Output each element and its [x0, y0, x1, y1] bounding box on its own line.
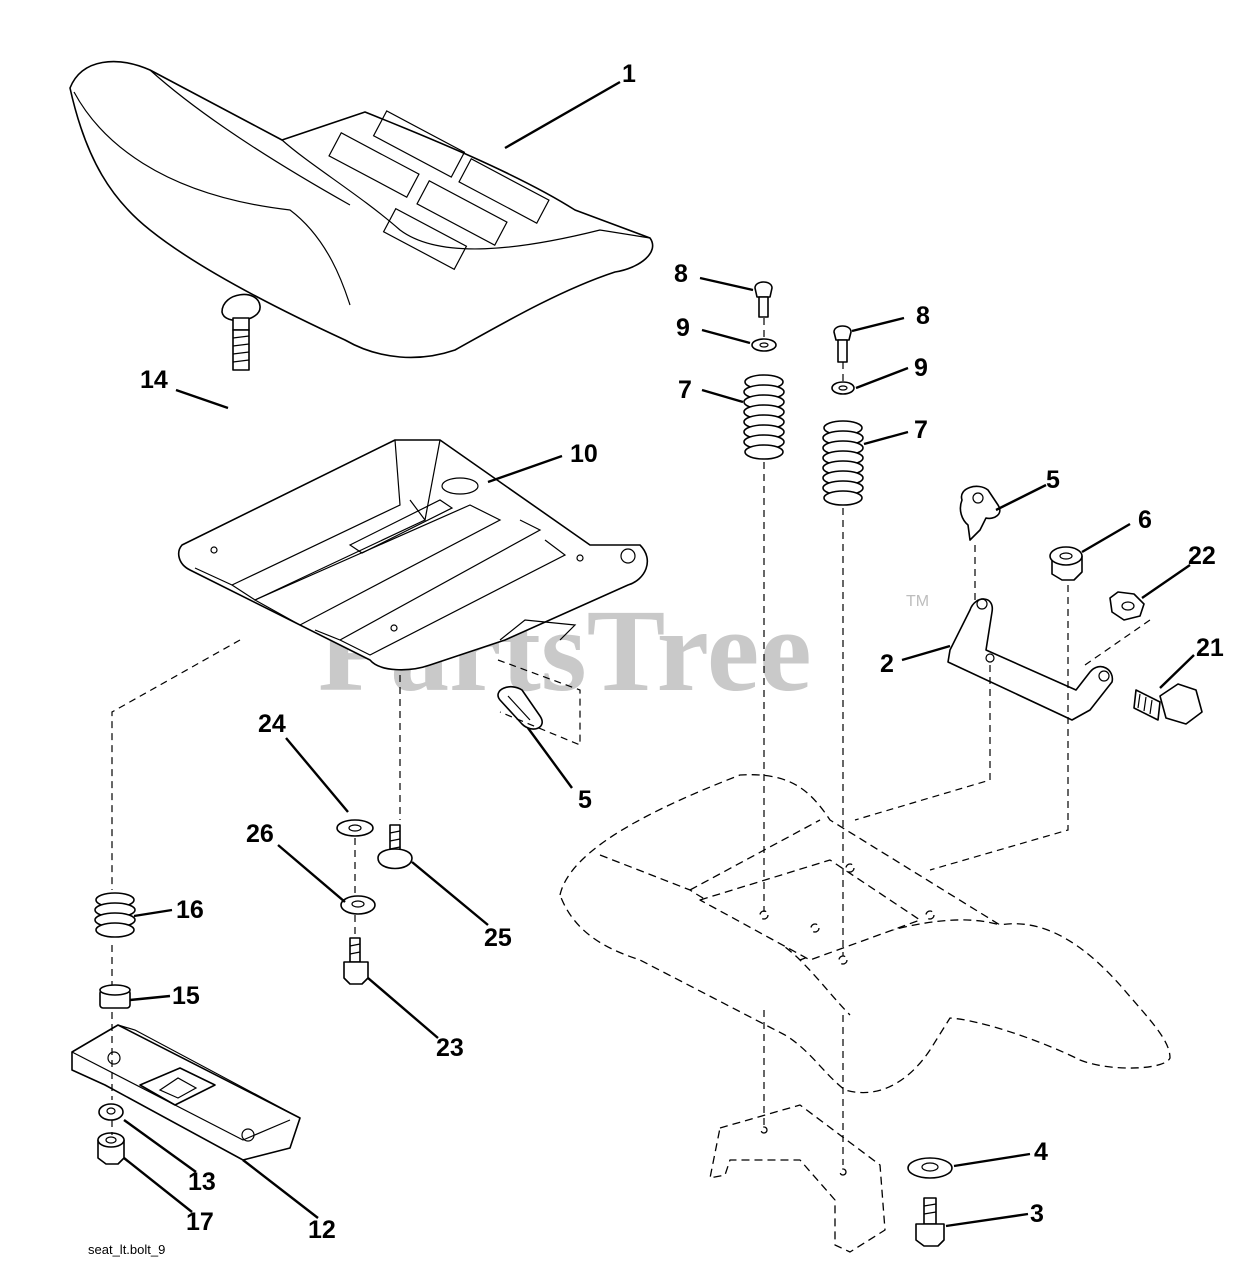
callout-10: 10	[570, 440, 598, 468]
seat-pan-part[interactable]	[177, 439, 649, 671]
watermark-trademark: TM	[906, 593, 929, 610]
shoulder-bolt-25-part[interactable]	[377, 824, 413, 870]
spring-16-part[interactable]	[94, 892, 136, 938]
spring-7-left-part[interactable]	[743, 374, 785, 460]
bolt-8-left-part[interactable]	[754, 281, 773, 318]
bracket-2-part[interactable]	[947, 598, 1114, 721]
washer-9-right-part[interactable]	[831, 381, 855, 395]
callout-5-lower: 5	[578, 786, 592, 814]
callout-23: 23	[436, 1034, 464, 1062]
bolt-23-part[interactable]	[343, 937, 369, 985]
callout-labels: 1 14 10 8 9 7 8 9 7 5 6 22 2 21 5 24 26 …	[140, 60, 1224, 1244]
callout-26: 26	[246, 820, 274, 848]
callout-21: 21	[1196, 634, 1224, 662]
washer-13-part[interactable]	[98, 1103, 124, 1121]
callout-7-right: 7	[914, 416, 928, 444]
callout-7-left: 7	[678, 376, 692, 404]
leader-lines	[123, 80, 1195, 1228]
bolt-3-part[interactable]	[915, 1197, 945, 1247]
frame-part	[559, 774, 1171, 1253]
carriage-bolt-part[interactable]	[221, 293, 261, 371]
callout-3: 3	[1030, 1200, 1044, 1228]
nut-6-part[interactable]	[1049, 546, 1083, 581]
callout-9-right: 9	[914, 354, 928, 382]
callout-1: 1	[622, 60, 636, 88]
callout-13: 13	[188, 1168, 216, 1196]
seat-part[interactable]	[69, 60, 654, 359]
callout-17: 17	[186, 1208, 214, 1236]
callout-16: 16	[176, 896, 204, 924]
washer-9-left-part[interactable]	[751, 338, 777, 352]
nut-22-part[interactable]	[1109, 591, 1145, 621]
bolt-8-right-part[interactable]	[833, 325, 852, 363]
callout-8-left: 8	[674, 260, 688, 288]
callout-8-right: 8	[916, 302, 930, 330]
washer-24-part[interactable]	[336, 819, 374, 837]
diagram-caption: seat_lt.bolt_9	[88, 1242, 165, 1257]
lower-bracket-part[interactable]	[71, 1024, 301, 1161]
spring-7-right-part[interactable]	[822, 420, 864, 506]
callout-9-left: 9	[676, 314, 690, 342]
lock-washer-26-part[interactable]	[340, 895, 376, 915]
assembly-lines	[111, 318, 1151, 1165]
callout-15: 15	[172, 982, 200, 1010]
callout-2: 2	[880, 650, 894, 678]
callout-4: 4	[1034, 1138, 1048, 1166]
callout-12: 12	[308, 1216, 336, 1244]
nut-17-part[interactable]	[97, 1132, 125, 1165]
callout-24: 24	[258, 710, 286, 738]
callout-22: 22	[1188, 542, 1216, 570]
clip-5-upper-part[interactable]	[959, 485, 1001, 541]
washer-4-part[interactable]	[907, 1157, 953, 1179]
callout-25: 25	[484, 924, 512, 952]
callout-5-upper: 5	[1046, 466, 1060, 494]
spacer-15-part[interactable]	[99, 984, 131, 1009]
bolt-21-part[interactable]	[1133, 683, 1203, 725]
callout-6: 6	[1138, 506, 1152, 534]
callout-14: 14	[140, 366, 168, 394]
